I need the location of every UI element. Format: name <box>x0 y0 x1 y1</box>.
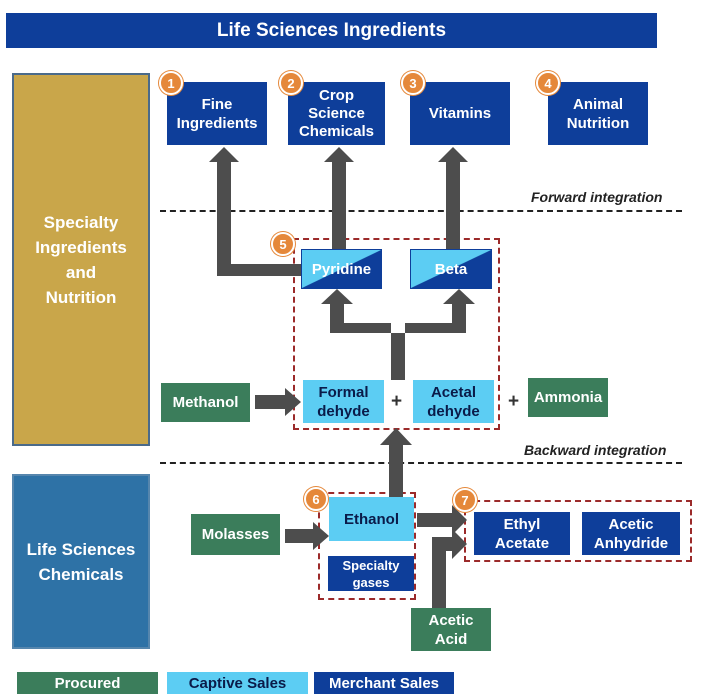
forward-integration-line <box>160 210 682 212</box>
arrow-acetic-acid-to-ethyl-acetate <box>432 529 467 608</box>
section-specialty-ingredients: Specialty Ingredients and Nutrition <box>12 73 150 446</box>
product-ethyl-acetate: Ethyl Acetate <box>474 512 570 555</box>
product-animal-nutrition: Animal Nutrition <box>548 82 648 145</box>
badge-2: 2 <box>279 71 303 95</box>
section-life-sciences-chemicals: Life Sciences Chemicals <box>12 474 150 649</box>
arrow-beta-to-vitamins <box>438 147 468 249</box>
badge-1: 1 <box>159 71 183 95</box>
legend-captive-sales: Captive Sales <box>167 672 308 694</box>
badge-4: 4 <box>536 71 560 95</box>
arrow-ethanol-to-intermediates <box>380 428 412 497</box>
intermediate-acetaldehyde: Acetal dehyde <box>413 380 494 423</box>
product-fine-ingredients: Fine Ingredients <box>167 82 267 145</box>
group-7-box <box>464 500 692 562</box>
badge-7: 7 <box>453 488 477 512</box>
backward-integration-line <box>160 462 682 464</box>
arrow-molasses-to-ethanol <box>285 522 329 550</box>
legend-merchant-sales: Merchant Sales <box>314 672 454 694</box>
arrow-fork-to-pyridine-beta <box>321 289 475 380</box>
badge-3: 3 <box>401 71 425 95</box>
page-title: Life Sciences Ingredients <box>6 13 657 48</box>
arrow-pyridine-to-fine-ingredients <box>209 147 303 276</box>
arrow-methanol-to-formaldehyde <box>255 388 301 416</box>
arrow-ethanol-to-ethyl-acetate <box>417 505 467 535</box>
group-6-box <box>318 492 416 600</box>
product-beta: Beta <box>410 249 492 289</box>
product-crop-science-chemicals: Crop Science Chemicals <box>288 82 385 145</box>
legend-procured: Procured <box>17 672 158 694</box>
product-specialty-gases: Specialty gases <box>328 556 414 591</box>
input-methanol: Methanol <box>161 383 250 422</box>
input-acetic-acid: Acetic Acid <box>411 608 491 651</box>
intermediate-formaldehyde: Formal dehyde <box>303 380 384 423</box>
product-pyridine: Pyridine <box>301 249 382 289</box>
backward-integration-label: Backward integration <box>524 442 667 458</box>
input-molasses: Molasses <box>191 514 280 555</box>
plus-sign-2: + <box>508 391 520 412</box>
product-ethanol: Ethanol <box>329 497 414 541</box>
badge-6: 6 <box>304 487 328 511</box>
badge-5: 5 <box>271 232 295 256</box>
product-vitamins: Vitamins <box>410 82 510 145</box>
forward-integration-label: Forward integration <box>531 189 663 205</box>
input-ammonia: Ammonia <box>528 378 608 417</box>
product-acetic-anhydride: Acetic Anhydride <box>582 512 680 555</box>
arrow-pyridine-to-crop-science <box>324 147 354 249</box>
plus-sign-1: + <box>391 391 403 412</box>
